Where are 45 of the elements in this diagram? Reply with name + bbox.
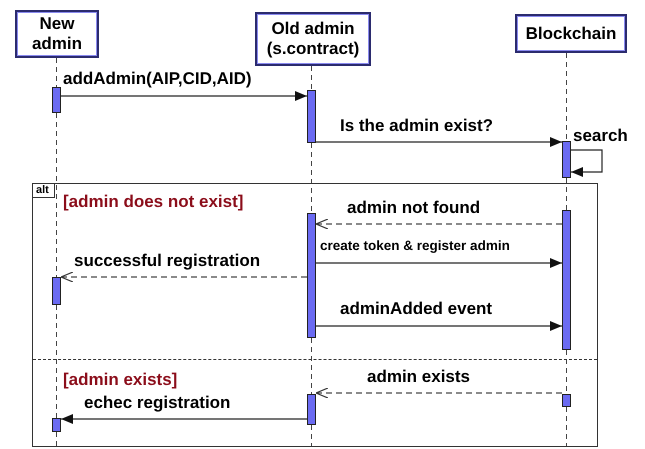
guard-condition: [admin exists] [63,370,178,390]
lifeline [566,178,567,210]
message-arrow [571,149,603,177]
message-label: successful registration [74,252,260,271]
message-arrow [315,387,562,399]
fragment-tag: alt [33,184,55,198]
message-arrow [316,137,562,147]
activation-bar [307,90,316,143]
message-label: addAdmin(AIP,CID,AID) [63,70,252,89]
activation-bar [307,213,316,338]
message-arrow [316,258,562,268]
message-arrow [61,414,307,424]
activation-bar [52,418,61,432]
lifeline [311,424,312,446]
message-label: search [573,127,628,146]
message-label: create token & register admin [320,239,510,254]
lifeline [311,338,312,394]
message-arrow [316,321,562,331]
alt-frame [32,183,598,447]
message-arrow [61,91,307,101]
lifeline [56,58,57,88]
participant-box: Blockchain [515,14,627,53]
message-arrow [60,271,307,283]
message-label: adminAdded event [340,300,492,319]
lifeline [56,432,57,446]
activation-bar [562,141,571,178]
participant-box: New admin [15,10,99,58]
participant-box: Old admin (s.contract) [255,12,371,66]
lifeline [311,142,312,214]
guard-condition: [admin does not exist] [63,192,244,212]
lifeline [311,66,312,90]
message-arrow [315,218,562,230]
message-label: admin exists [367,368,470,387]
lifeline [566,406,567,446]
activation-bar [562,394,571,407]
activation-bar [52,87,61,113]
lifeline [56,112,57,278]
activation-bar [307,394,316,425]
activation-bar [562,210,571,350]
message-label: admin not found [347,199,480,218]
message-label: Is the admin exist? [340,117,494,136]
lifeline [566,52,567,142]
activation-bar [52,277,61,305]
message-label: echec registration [84,394,230,413]
lifeline [56,304,57,418]
